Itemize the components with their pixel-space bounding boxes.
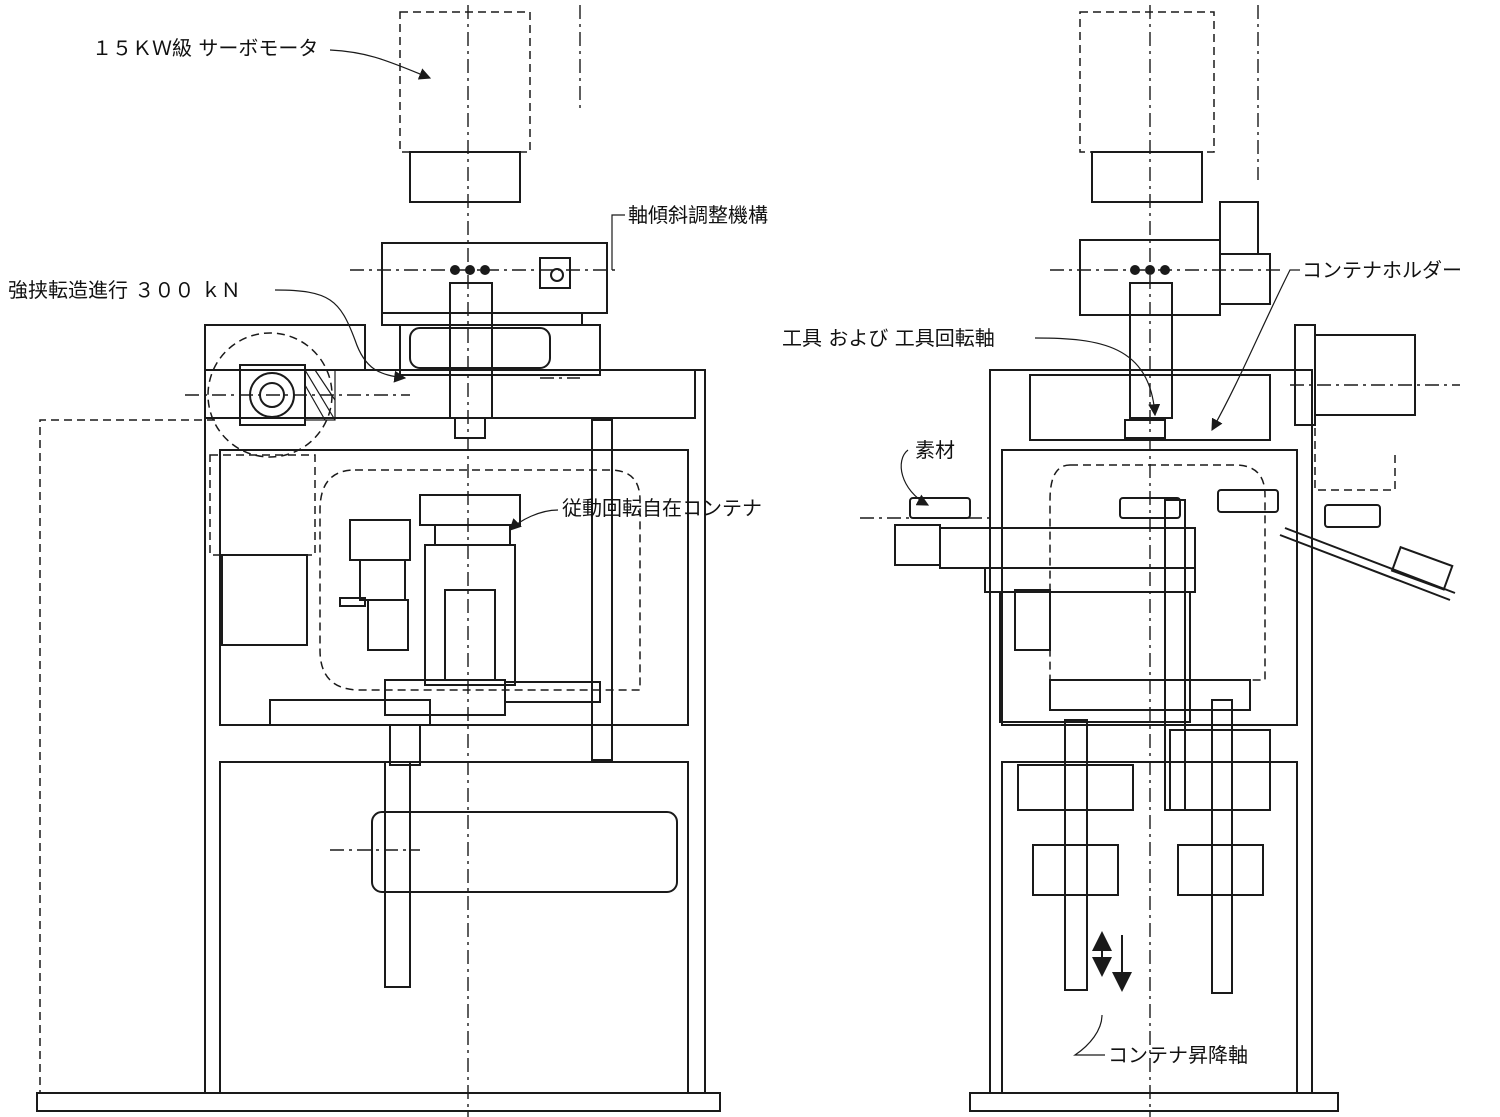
annotation-labels: １５ＫＷ級 サーボモータ 軸傾斜調整機構 強挟転造進行 ３００ ｋＮ 従動回転自…: [8, 36, 1462, 1067]
material-blank: [909, 497, 971, 519]
left-lower-cover: [371, 811, 678, 893]
label-driven-container: 従動回転自在コンテナ: [562, 496, 762, 520]
left-servo-motor: [399, 11, 531, 153]
left-view: [36, 5, 721, 1117]
right-servo-motor: [1079, 11, 1215, 153]
label-container-holder: コンテナホルダー: [1302, 258, 1462, 282]
left-upper-chamber: [219, 449, 689, 726]
right-base-plate: [969, 1092, 1339, 1112]
label-container-lift: コンテナ昇降軸: [1108, 1043, 1248, 1067]
left-base-plate: [36, 1092, 721, 1112]
right-main-frame: [989, 369, 1313, 1094]
label-forging-force: 強挟転造進行 ３００ ｋＮ: [8, 278, 241, 302]
label-servo-motor: １５ＫＷ級 サーボモータ: [92, 36, 318, 60]
left-main-frame: [204, 369, 706, 1094]
right-view: [860, 5, 1460, 1117]
leader-lines: [274, 49, 1300, 1056]
label-material: 素材: [915, 438, 955, 462]
left-lower-chamber: [219, 761, 689, 1094]
left-gearbox: [381, 242, 608, 314]
left-container: [419, 494, 521, 526]
label-axis-tilt: 軸傾斜調整機構: [628, 203, 768, 227]
label-tool-shaft: 工具 および 工具回転軸: [782, 326, 995, 350]
